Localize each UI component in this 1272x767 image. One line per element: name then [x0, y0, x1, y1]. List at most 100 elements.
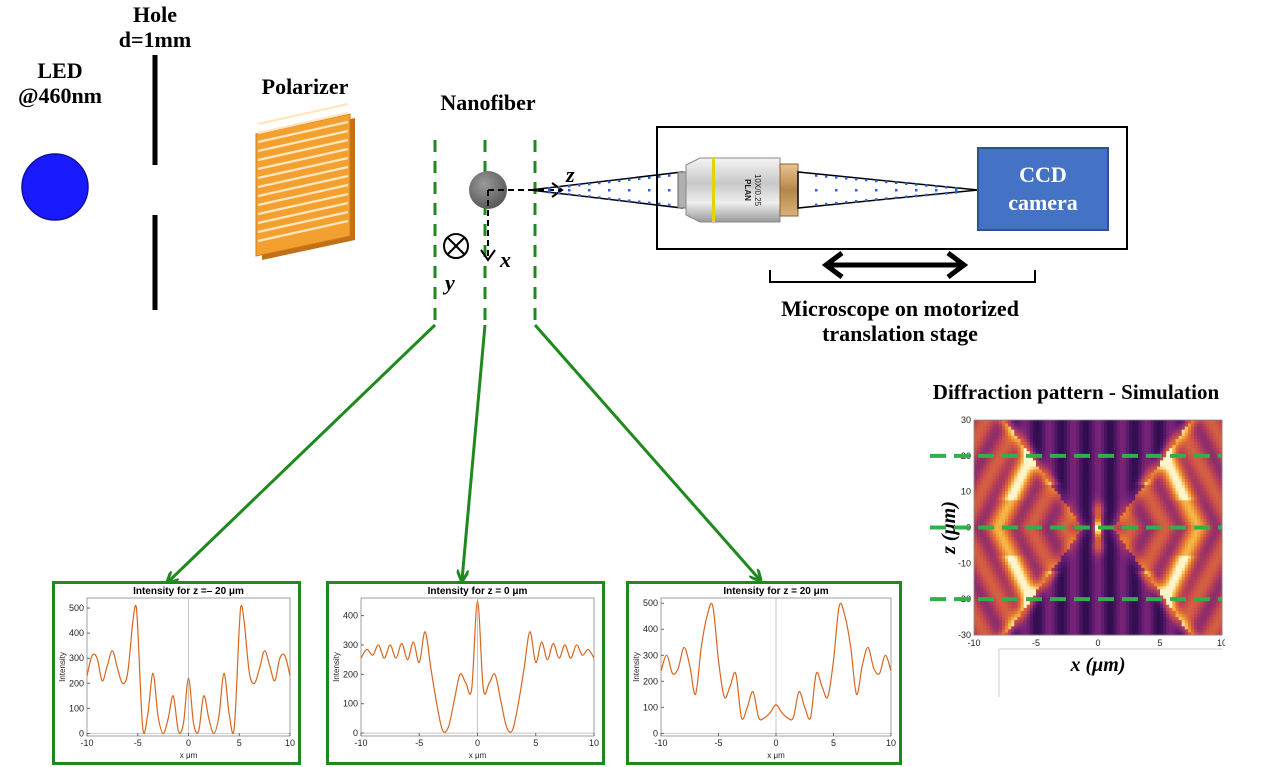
heatmap-cell — [1160, 459, 1164, 464]
heatmap-cell — [974, 542, 978, 547]
heatmap-cell — [1076, 552, 1080, 556]
heatmap-cell — [1107, 506, 1111, 510]
heatmap-cell — [1011, 502, 1015, 507]
heatmap-cell — [1067, 536, 1071, 541]
heatmap-cell — [1132, 613, 1136, 618]
heatmap-cell — [1101, 576, 1105, 581]
heatmap-cell — [1144, 502, 1149, 507]
heatmap-cell — [1014, 628, 1018, 633]
heatmap-cell — [1011, 518, 1015, 522]
heatmap-cell — [1067, 484, 1071, 489]
heatmap-cell — [1063, 619, 1068, 624]
heatmap-cell — [1125, 475, 1130, 479]
heatmap-cell — [1076, 518, 1080, 522]
heatmap-cell — [1005, 420, 1009, 424]
heatmap-cell — [1042, 564, 1046, 568]
heatmap-cell — [1163, 524, 1167, 528]
heatmap-cell — [1172, 545, 1176, 550]
heatmap-cell — [1045, 512, 1049, 516]
heatmap-cell — [1104, 549, 1108, 553]
y-tick-label: 400 — [69, 628, 84, 638]
heatmap-cell — [1138, 426, 1142, 430]
heatmap-cell — [1132, 484, 1136, 489]
heatmap-cell — [1175, 481, 1180, 485]
heatmap-cell — [1001, 619, 1006, 624]
heatmap-cell — [1073, 631, 1077, 636]
heatmap-cell — [989, 552, 994, 556]
heatmap-cell — [989, 558, 994, 562]
heatmap-cell — [1153, 521, 1158, 525]
heatmap-cell — [1116, 515, 1121, 519]
heatmap-cell — [1169, 475, 1173, 479]
heatmap-cell — [989, 610, 994, 614]
heatmap-cell — [998, 438, 1003, 442]
heatmap-cell — [1166, 484, 1170, 489]
heatmap-cell — [998, 530, 1003, 535]
heatmap-cell — [1054, 604, 1059, 608]
heatmap-cell — [986, 444, 990, 449]
heatmap-cell — [1144, 515, 1149, 519]
heatmap-cell — [1008, 558, 1012, 562]
heatmap-cell — [1144, 518, 1149, 522]
heatmap-cell — [1042, 592, 1046, 596]
heatmap-cell — [1160, 619, 1164, 624]
heatmap-cell — [1008, 555, 1012, 559]
heatmap-cell — [1163, 576, 1167, 581]
heatmap-cell — [1011, 435, 1015, 439]
heatmap-cell — [1032, 472, 1037, 476]
heatmap-cell — [1014, 579, 1018, 584]
heatmap-cell — [998, 423, 1003, 427]
heatmap-cell — [1029, 545, 1034, 550]
heatmap-cell — [1138, 601, 1142, 605]
heatmap-cell — [1122, 441, 1127, 446]
heatmap-cell — [1011, 533, 1015, 538]
heatmap-cell — [1175, 622, 1180, 627]
y-axis-label: y — [442, 270, 455, 295]
heatmap-cell — [1051, 595, 1056, 599]
heatmap-cell — [1181, 570, 1186, 575]
light-dot — [628, 189, 631, 192]
heatmap-cell — [1138, 447, 1142, 452]
heatmap-cell — [1138, 631, 1142, 636]
heatmap-cell — [1181, 506, 1186, 510]
heatmap-cell — [1107, 509, 1111, 513]
heatmap-cell — [1101, 435, 1105, 439]
heatmap-cell — [1094, 561, 1099, 565]
heatmap-cell — [1005, 463, 1009, 467]
heatmap-cell — [1175, 496, 1180, 501]
heatmap-cell — [1135, 601, 1139, 605]
heatmap-cell — [1045, 570, 1049, 575]
heatmap-cell — [989, 481, 994, 485]
heatmap-cell — [1032, 549, 1037, 553]
heatmap-cell — [1175, 441, 1180, 446]
heatmap-cell — [1144, 549, 1149, 553]
heatmap-cell — [1119, 536, 1124, 541]
heatmap-cell — [995, 631, 1000, 636]
heatmap-cell — [1045, 610, 1049, 614]
heatmap-cell — [1036, 628, 1040, 633]
heatmap-cell — [980, 616, 984, 621]
heatmap-cell — [1060, 536, 1065, 541]
heatmap-cell — [1070, 613, 1074, 618]
heatmap-cell — [1116, 610, 1121, 614]
heatmap-cell — [1054, 613, 1059, 618]
heatmap-cell — [1094, 576, 1099, 581]
heatmap-cell — [1163, 595, 1167, 599]
heatmap-cell — [1020, 564, 1025, 568]
heatmap-cell — [986, 616, 990, 621]
heatmap-cell — [1144, 469, 1149, 473]
heatmap-cell — [1070, 576, 1074, 581]
heatmap-cell — [1144, 475, 1149, 479]
heatmap-cell — [1101, 459, 1105, 464]
heatmap-cell — [1175, 564, 1180, 568]
heatmap-cell — [1060, 459, 1065, 464]
heatmap-cell — [989, 622, 994, 627]
heatmap-cell — [1125, 435, 1130, 439]
heatmap-cell — [1104, 438, 1108, 442]
heatmap-cell — [1101, 469, 1105, 473]
heatmap-cell — [1116, 607, 1121, 611]
heatmap-cell — [1172, 613, 1176, 618]
heatmap-cell — [1113, 622, 1118, 627]
heatmap-cell — [1122, 469, 1127, 473]
heatmap-cell — [1163, 463, 1167, 467]
